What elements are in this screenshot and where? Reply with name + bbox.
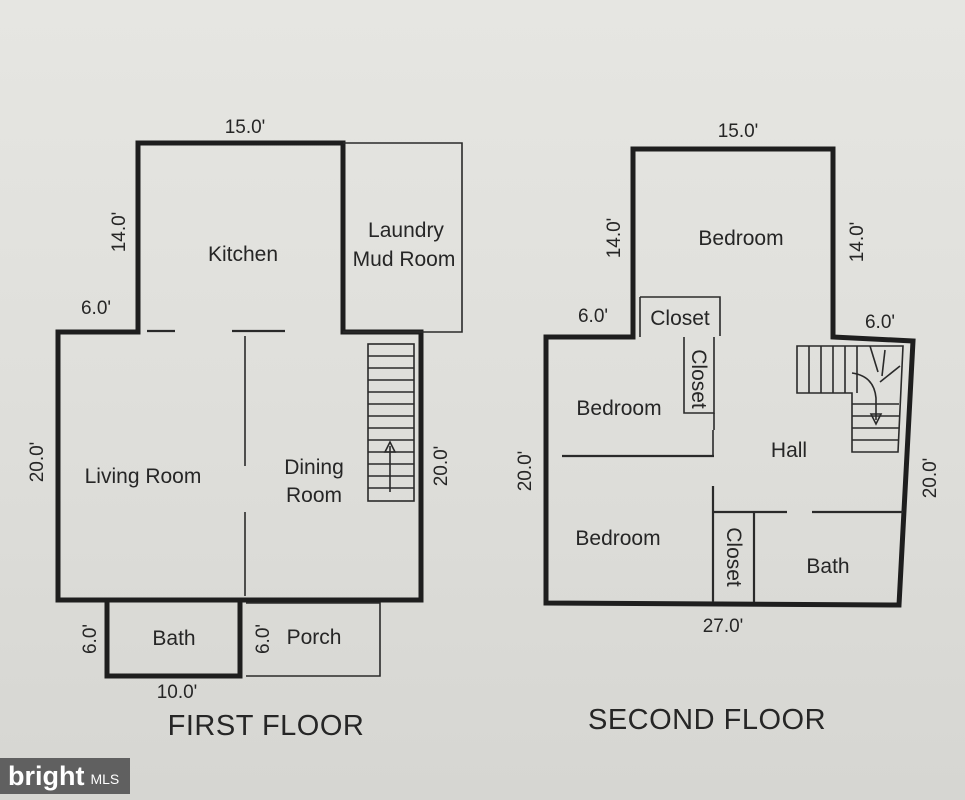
second-floor-top-width-dimension: 15.0' bbox=[718, 121, 759, 142]
left-bedroom-label: Bedroom bbox=[576, 397, 661, 420]
top-bedroom-label: Bedroom bbox=[698, 227, 783, 250]
second-floor-right-depth-dimension: 20.0' bbox=[920, 458, 941, 499]
first-floor-plan: 15.0' 14.0' 6.0' 20.0' 20.0' 6.0' 6.0' 1… bbox=[27, 117, 463, 742]
kitchen-width-dimension: 15.0' bbox=[225, 117, 266, 138]
mud-room-label: Mud Room bbox=[353, 248, 456, 271]
watermark-suffix: MLS bbox=[90, 771, 120, 787]
hall-label: Hall bbox=[771, 439, 807, 462]
top-closet-label: Closet bbox=[650, 307, 710, 330]
bright-mls-watermark: bright MLS bbox=[0, 758, 130, 794]
bottom-closet-outline bbox=[711, 486, 787, 602]
first-floor-title: FIRST FLOOR bbox=[168, 710, 365, 742]
second-floor-right-top-depth-dimension: 14.0' bbox=[847, 222, 868, 263]
first-floor-bath-label: Bath bbox=[152, 627, 195, 650]
second-floor-outer-wall bbox=[543, 146, 916, 608]
kitchen-label: Kitchen bbox=[208, 243, 278, 266]
laundry-label: Laundry bbox=[368, 219, 444, 242]
dining-room-label: Room bbox=[286, 484, 342, 507]
first-floor-right-depth-dimension: 20.0' bbox=[431, 446, 452, 487]
porch-label: Porch bbox=[287, 626, 342, 649]
laundry-room-outline bbox=[343, 142, 463, 333]
second-floor-left-offset-dimension: 6.0' bbox=[578, 306, 608, 327]
first-floor-left-depth-dimension: 20.0' bbox=[27, 442, 48, 483]
watermark-brand: bright bbox=[8, 760, 85, 791]
second-floor-title: SECOND FLOOR bbox=[588, 704, 826, 736]
second-floor-bottom-width-dimension: 27.0' bbox=[703, 616, 744, 637]
living-room-label: Living Room bbox=[85, 465, 202, 488]
second-floor-right-offset-dimension: 6.0' bbox=[865, 312, 895, 333]
bottom-closet-label: Closet bbox=[722, 527, 745, 587]
first-floor-offset-dimension: 6.0' bbox=[81, 298, 111, 319]
vertical-closet-label: Closet bbox=[687, 349, 710, 409]
dining-label: Dining bbox=[284, 456, 344, 479]
bath-depth-dimension: 6.0' bbox=[80, 624, 101, 654]
second-floor-left-top-depth-dimension: 14.0' bbox=[604, 218, 625, 259]
top-closet-outline bbox=[640, 296, 721, 336]
first-floor-bath-wall bbox=[104, 597, 243, 679]
second-floor-plan: 15.0' 14.0' 14.0' 6.0' 6.0' 20.0' 20.0' … bbox=[515, 121, 941, 736]
first-floor-staircase bbox=[367, 343, 415, 502]
second-floor-staircase bbox=[796, 345, 904, 453]
second-floor-bath-label: Bath bbox=[806, 555, 849, 578]
first-floor-outer-wall bbox=[55, 140, 424, 603]
porch-depth-dimension: 6.0' bbox=[253, 624, 274, 654]
porch-outline bbox=[246, 602, 381, 677]
bath-width-dimension: 10.0' bbox=[157, 682, 198, 703]
kitchen-depth-dimension: 14.0' bbox=[109, 212, 130, 253]
bottom-bedroom-label: Bedroom bbox=[575, 527, 660, 550]
second-floor-left-depth-dimension: 20.0' bbox=[515, 451, 536, 492]
vertical-closet-outline bbox=[683, 337, 715, 414]
